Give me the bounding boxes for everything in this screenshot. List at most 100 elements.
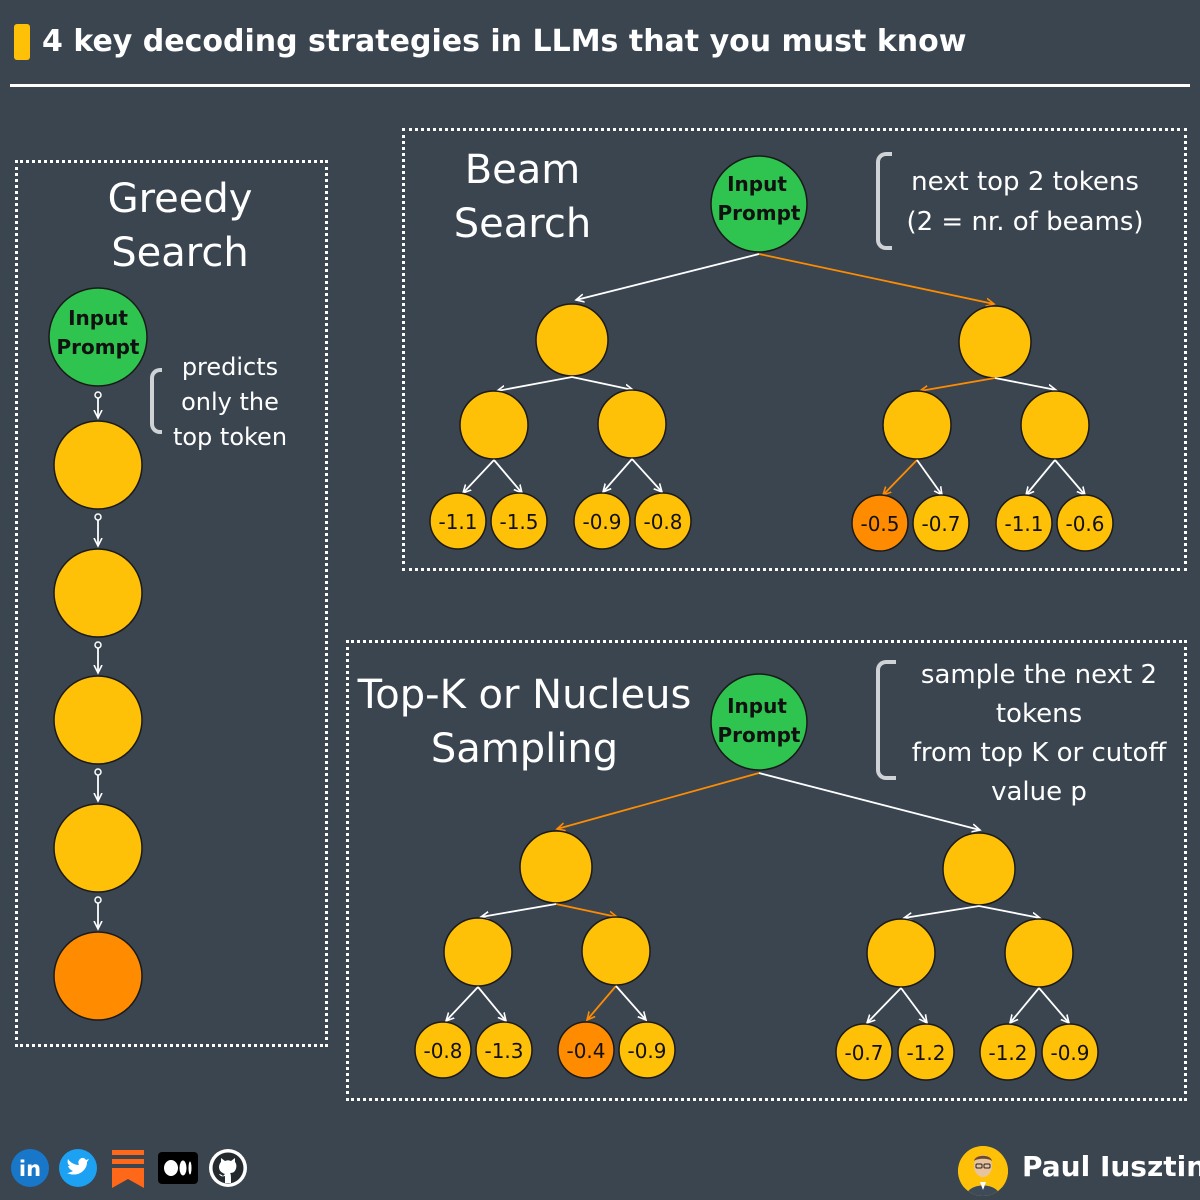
beam-title-line2: Search — [453, 201, 592, 247]
beam-edge — [1026, 459, 1056, 495]
beam-title: Beam Search — [420, 143, 625, 251]
topk-leaf-node — [1041, 1023, 1099, 1081]
greedy-title-line2: Search — [111, 230, 249, 276]
linkedin-icon[interactable]: in — [10, 1146, 50, 1190]
beam-edge — [916, 459, 942, 495]
beam-tree: Input Prompt -1.1 -1.5 -0.9 -0.8 -0.5 — [429, 155, 1114, 552]
topk-leaf-value: -0.9 — [627, 1039, 666, 1063]
beam-leaf-node — [995, 494, 1053, 552]
page-title: 4 key decoding strategies in LLMs that y… — [42, 24, 967, 59]
greedy-note-line3: top token — [172, 423, 288, 451]
beam-note-line2: (2 = nr. of beams) — [906, 207, 1144, 237]
beam-level2-node — [1020, 390, 1090, 460]
beam-leaf-value: -0.7 — [921, 512, 960, 536]
topk-edge — [978, 905, 1040, 918]
beam-leaf-node — [912, 494, 970, 552]
topk-level2-node — [443, 917, 513, 987]
greedy-chain: Input Prompt — [48, 287, 148, 1021]
beam-edge — [571, 376, 633, 390]
greedy-token-node — [53, 675, 143, 765]
topk-level1-node — [942, 832, 1016, 906]
topk-leaf-value: -1.2 — [988, 1041, 1027, 1065]
beam-edge — [493, 459, 522, 493]
greedy-note-bracket — [150, 368, 162, 434]
greedy-edge — [95, 641, 101, 673]
greedy-edge — [95, 391, 101, 418]
beam-edge — [994, 377, 1056, 390]
topk-note-line4: value p — [991, 777, 1087, 807]
topk-leaf-node — [835, 1023, 893, 1081]
beam-prompt-label-2: Prompt — [718, 201, 801, 225]
greedy-prompt-label-1: Input — [68, 306, 128, 330]
beam-edge — [1054, 459, 1085, 495]
beam-prompt-label-1: Input — [727, 172, 787, 196]
greedy-edge — [95, 896, 101, 929]
greedy-note-line1: predicts — [181, 353, 279, 381]
topk-leaf-value: -0.7 — [844, 1041, 883, 1065]
topk-title-line1: Top-K or Nucleus — [357, 672, 692, 718]
beam-title-line1: Beam — [464, 147, 581, 193]
topk-tree: Input Prompt -0.8 -1.3 -0.4 -0.9 -0.7 — [414, 673, 1099, 1081]
beam-note-bracket — [876, 152, 892, 250]
topk-leaf-value: -1.2 — [906, 1041, 945, 1065]
greedy-search-panel — [15, 160, 328, 1047]
topk-edge — [481, 903, 557, 917]
beam-edge — [463, 459, 495, 493]
topk-edge — [900, 987, 927, 1023]
beam-edge-selected — [920, 377, 996, 391]
substack-icon[interactable] — [108, 1146, 148, 1190]
topk-edge — [477, 986, 506, 1021]
topk-leaf-node-selected — [557, 1021, 615, 1079]
topk-note-line2: tokens — [995, 699, 1083, 729]
beam-search-panel — [402, 128, 1187, 571]
topk-title: Top-K or Nucleus Sampling — [352, 668, 697, 776]
beam-edge — [576, 253, 760, 300]
topk-leaf-node — [475, 1021, 533, 1079]
beam-edge — [603, 458, 633, 492]
topk-leaf-value: -0.8 — [423, 1039, 462, 1063]
beam-note: next top 2 tokens (2 = nr. of beams) — [892, 162, 1158, 242]
beam-prompt-node — [710, 155, 808, 253]
beam-note-line1: next top 2 tokens — [911, 167, 1139, 197]
beam-level2-node — [459, 390, 529, 460]
beam-leaf-value: -1.1 — [1004, 512, 1043, 536]
topk-leaf-node — [897, 1023, 955, 1081]
topk-level1-node — [519, 830, 593, 904]
topk-sampling-panel — [346, 640, 1187, 1101]
greedy-note: predicts only the top token — [162, 350, 298, 455]
greedy-token-node — [53, 803, 143, 893]
greedy-edge — [95, 513, 101, 546]
beam-level2-node — [597, 389, 667, 459]
beam-leaf-value: -0.6 — [1065, 512, 1104, 536]
topk-edge — [758, 772, 980, 830]
beam-edge — [631, 458, 662, 492]
topk-level2-node — [581, 916, 651, 986]
medium-icon[interactable] — [156, 1146, 200, 1190]
beam-leaf-value: -0.5 — [860, 512, 899, 536]
title-accent-bar — [14, 24, 30, 60]
topk-leaf-value: -0.4 — [566, 1039, 605, 1063]
title-divider — [10, 84, 1190, 87]
topk-edge-selected — [587, 985, 617, 1020]
beam-leaf-node-selected — [851, 494, 909, 552]
topk-edge — [446, 986, 479, 1021]
author-badge: Paul Iusztin — [958, 1146, 1200, 1196]
topk-leaf-node — [414, 1021, 472, 1079]
beam-level1-node — [535, 303, 609, 377]
topk-level2-node — [866, 918, 936, 988]
topk-edge — [1010, 987, 1040, 1023]
greedy-prompt-label-2: Prompt — [57, 335, 140, 359]
topk-edge — [1038, 987, 1069, 1023]
greedy-final-token-node — [53, 931, 143, 1021]
beam-leaf-value: -0.9 — [582, 510, 621, 534]
topk-level2-node — [1004, 918, 1074, 988]
topk-note: sample the next 2 tokens from top K or c… — [896, 656, 1182, 812]
beam-edge-selected — [883, 459, 918, 495]
greedy-title: Greedy Search — [60, 172, 300, 280]
header: 4 key decoding strategies in LLMs that y… — [14, 22, 1194, 62]
topk-leaf-node — [618, 1021, 676, 1079]
beam-leaf-node — [429, 492, 487, 550]
github-icon[interactable] — [208, 1146, 248, 1190]
greedy-prompt-node — [48, 287, 148, 387]
twitter-icon[interactable] — [58, 1146, 98, 1190]
